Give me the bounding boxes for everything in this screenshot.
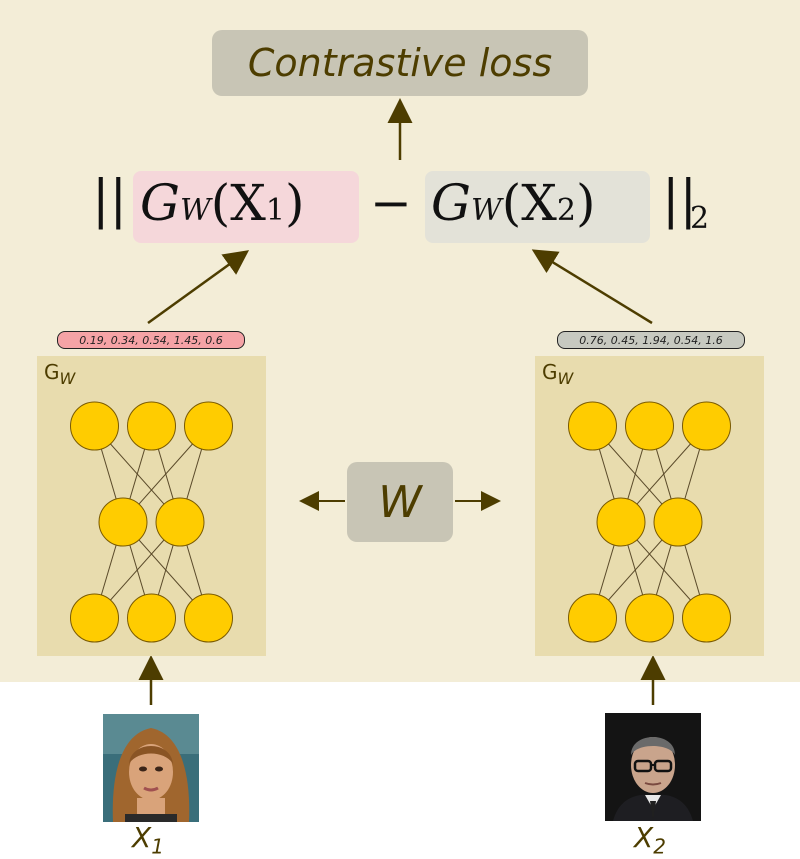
- network-left-graph: [70, 401, 233, 643]
- network-left-node: [127, 401, 176, 451]
- network-left-node: [70, 401, 119, 451]
- norm-open: ||: [92, 170, 128, 230]
- norm-close: ||: [662, 170, 698, 230]
- network-right: GW: [535, 356, 764, 656]
- term2-highlight: [425, 171, 650, 243]
- network-left-label: GW: [44, 360, 76, 388]
- network-left-node: [98, 497, 148, 547]
- arrow-right-embedding: [531, 249, 653, 325]
- term1-highlight: [133, 171, 359, 243]
- shared-weights-label: W: [378, 476, 422, 528]
- embedding-left: 0.19, 0.34, 0.54, 1.45, 0.6: [57, 331, 245, 349]
- network-right-node: [682, 593, 731, 643]
- embedding-right-values: 0.76, 0.45, 1.94, 0.54, 1.6: [579, 333, 723, 347]
- network-right-node: [625, 401, 674, 451]
- contrastive-loss-box: Contrastive loss: [212, 30, 588, 96]
- network-left: GW: [37, 356, 266, 656]
- network-right-graph: [568, 401, 731, 643]
- network-left-node: [70, 593, 119, 643]
- network-right-node: [568, 593, 617, 643]
- network-left-node: [184, 593, 233, 643]
- arrow-left-embedding: [147, 250, 250, 325]
- input-photo-1: [103, 714, 199, 822]
- network-right-node: [625, 593, 674, 643]
- network-right-node: [596, 497, 646, 547]
- network-right-node: [653, 497, 703, 547]
- shared-weights-box: W: [347, 462, 453, 542]
- term1-function: GW(X1): [140, 174, 305, 232]
- input-label-2: X2: [634, 821, 666, 859]
- network-right-node: [682, 401, 731, 451]
- input-photo-2: [605, 713, 701, 821]
- network-right-node: [568, 401, 617, 451]
- network-left-node: [155, 497, 205, 547]
- norm-subscript: 2: [690, 201, 710, 236]
- network-right-label: GW: [542, 360, 574, 388]
- contrastive-loss-label: Contrastive loss: [247, 41, 553, 85]
- network-left-node: [184, 401, 233, 451]
- embedding-left-values: 0.19, 0.34, 0.54, 1.45, 0.6: [79, 333, 223, 347]
- term2-function: GW(X2): [431, 174, 596, 232]
- network-left-node: [127, 593, 176, 643]
- embedding-right: 0.76, 0.45, 1.94, 0.54, 1.6: [557, 331, 745, 349]
- minus-sign: −: [370, 174, 412, 232]
- input-label-1: X1: [132, 821, 164, 859]
